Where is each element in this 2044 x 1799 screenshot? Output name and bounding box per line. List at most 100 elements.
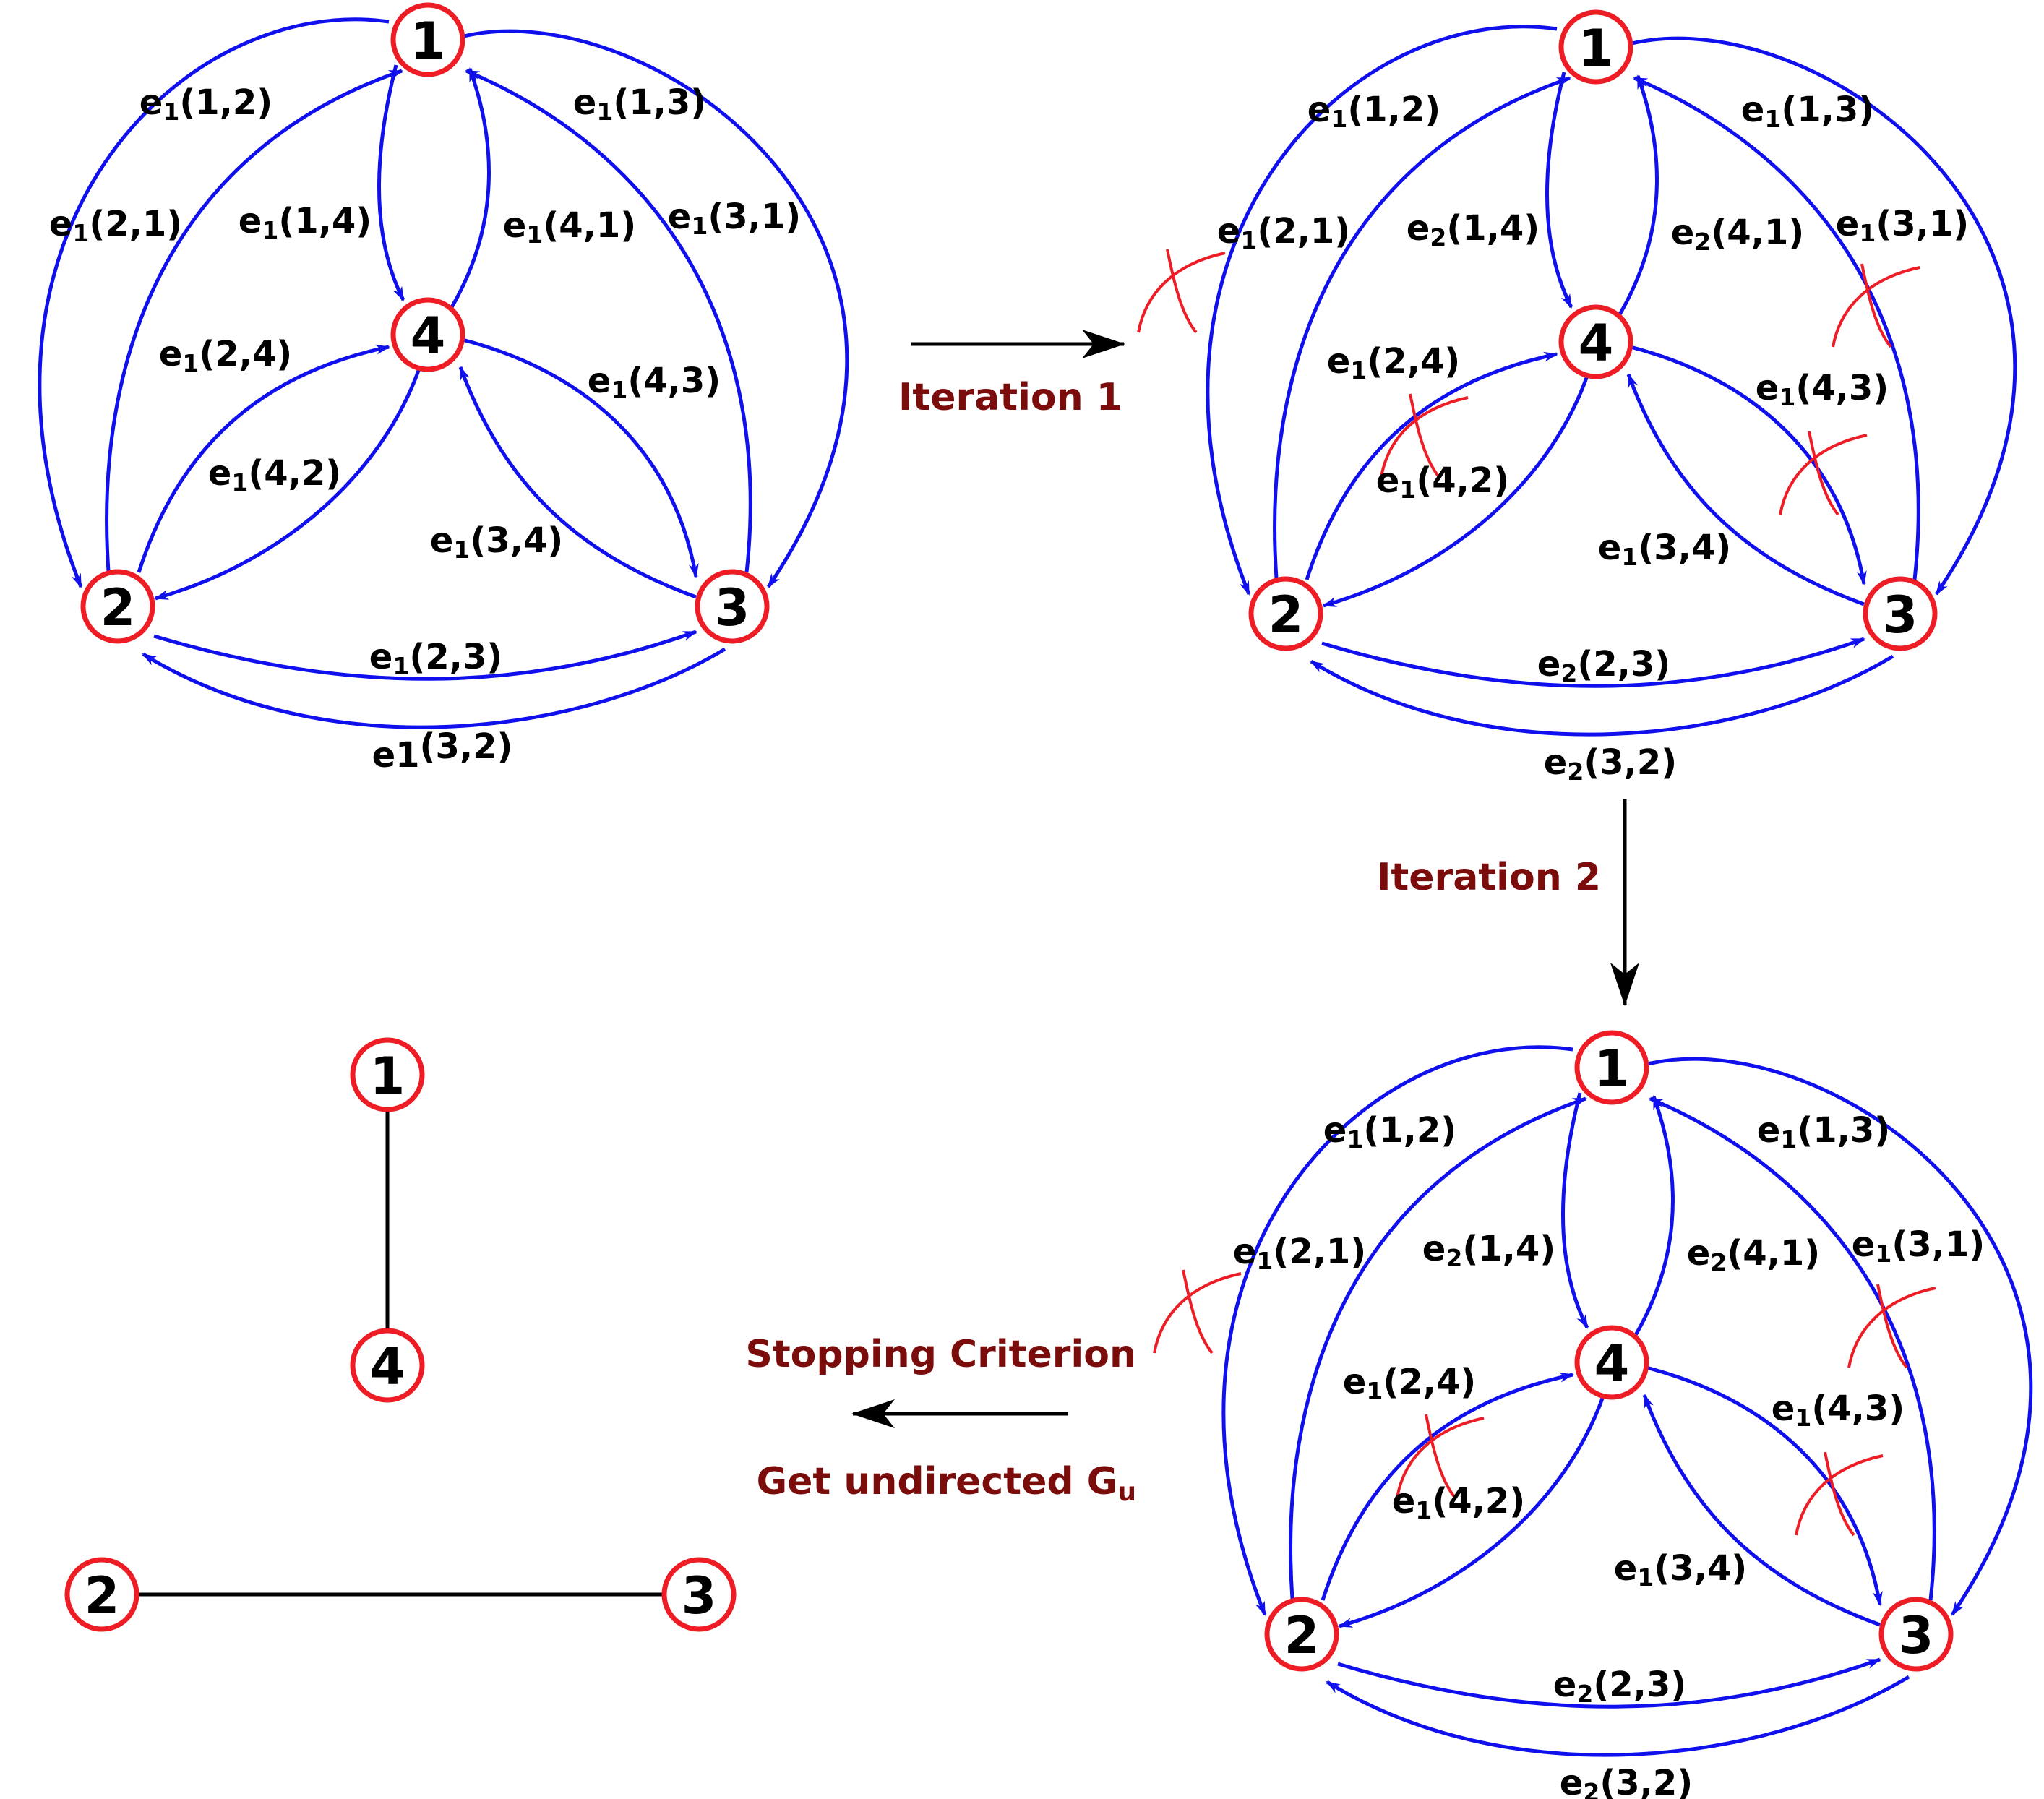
node-4: 4: [390, 297, 465, 372]
edge-label-1-4: e2(1,4): [1407, 208, 1540, 252]
graph-iteration-2: e1(1,2) e1(2,1) e1(1,3) e1(3,1) e2(1,4) e2(4,…: [1153, 1030, 2033, 1799]
edge-label-2-1: e1(2,1): [49, 204, 182, 247]
svg-text:4: 4: [411, 306, 446, 366]
iteration2-label: Iteration 2: [1377, 856, 1601, 899]
edge-label-3-1: e1(3,1): [668, 197, 801, 240]
edge-3-2: [142, 647, 726, 729]
edge-2-3: [1321, 637, 1865, 688]
node-2: 2: [80, 569, 155, 644]
edge-label-4-3: e1(4,3): [588, 361, 721, 404]
edge-label-1-3: e1(1,3): [1757, 1110, 1890, 1154]
edge-2-1: [1273, 76, 1571, 579]
edge-1-2: [38, 17, 390, 588]
get-undirected-label: Get undirected Gu: [756, 1460, 1136, 1507]
edge-3-1: [1633, 76, 1920, 580]
edge-2-3: [1337, 1657, 1881, 1709]
svg-text:2: 2: [85, 1566, 120, 1626]
edge-4-1: [1618, 74, 1659, 316]
edge-label-1-2: e1(1,2): [1307, 90, 1440, 133]
edge-4-3: [1646, 1365, 1883, 1606]
edge-1-3: [1631, 36, 2017, 596]
edge-1-2: [1206, 25, 1558, 596]
edge-2-1: [105, 69, 403, 572]
removed-mark-4-3: [1795, 1451, 1884, 1537]
removed-mark-2-1: [1137, 249, 1226, 334]
svg-text:2: 2: [1268, 585, 1304, 645]
edge-label-1-4: e2(1,4): [1422, 1229, 1555, 1272]
node-3: 3: [1878, 1597, 1954, 1672]
edge-label-4-3: e1(4,3): [1756, 368, 1889, 411]
edge-1-4: [1545, 72, 1573, 309]
edge-label-3-2: e1(3,2): [372, 726, 513, 776]
stopping-criterion-label: Stopping Criterion: [745, 1333, 1136, 1376]
graph-iteration-1: e1(1,2)e1(2,1)e1(1,3)e1(3,1)e2(1,4)e2(4,…: [1137, 9, 2017, 786]
edge-label-3-2: e2(3,2): [1560, 1763, 1693, 1799]
edge-4-3: [1630, 345, 1867, 585]
node-1: 1: [1574, 1030, 1649, 1105]
edge-3-4: [1626, 373, 1865, 606]
edge-label-4-1: e1(4,1): [503, 205, 636, 249]
edge-4-2: [1322, 375, 1589, 608]
undirected-node-2: 2: [64, 1557, 139, 1632]
svg-text:3: 3: [715, 578, 750, 637]
edge-label-2-4: e1(2,4): [159, 334, 292, 377]
edge-1-2: [1221, 1045, 1573, 1616]
edge-1-4: [377, 64, 405, 301]
svg-text:1: 1: [1594, 1039, 1630, 1099]
edge-label-3-1: e1(3,1): [1852, 1224, 1985, 1268]
edge-2-1: [1289, 1096, 1587, 1600]
node-2: 2: [1264, 1597, 1339, 1672]
edge-3-1: [1649, 1096, 1936, 1601]
edge-3-4: [1642, 1394, 1881, 1627]
edge-label-3-2: e2(3,2): [1544, 742, 1677, 786]
removed-mark-2-1: [1153, 1269, 1242, 1354]
node-3: 3: [1863, 576, 1938, 651]
node-4: 4: [1558, 304, 1633, 379]
svg-text:1: 1: [1579, 19, 1614, 78]
edge-1-3: [463, 29, 849, 588]
svg-text:3: 3: [1883, 585, 1918, 645]
svg-text:4: 4: [1594, 1334, 1630, 1394]
svg-text:3: 3: [682, 1566, 717, 1626]
edge-label-2-1: e1(2,1): [1217, 211, 1350, 254]
node-4: 4: [1574, 1325, 1649, 1400]
edge-label-4-1: e2(4,1): [1687, 1233, 1820, 1276]
edge-label-4-2: e1(4,2): [1392, 1481, 1525, 1524]
svg-text:4: 4: [1579, 314, 1614, 373]
node-1: 1: [1558, 9, 1633, 85]
svg-text:1: 1: [411, 12, 446, 71]
edge-label-3-1: e1(3,1): [1836, 204, 1969, 247]
edge-2-4: [1321, 1372, 1574, 1601]
edge-label-2-4: e1(2,4): [1327, 341, 1460, 385]
edge-label-4-2: e1(4,2): [1376, 460, 1509, 504]
edge-label-4-3: e1(4,3): [1772, 1388, 1905, 1432]
edge-3-2: [1310, 654, 1894, 737]
svg-text:2: 2: [1284, 1606, 1320, 1665]
edge-label-2-3: e2(2,3): [1537, 644, 1670, 687]
edge-label-2-3: e1(2,3): [369, 637, 502, 680]
removed-mark-4-3: [1779, 431, 1868, 516]
graph-initial: e1(1,2)e1(2,1)e1(1,3)e1(3,1)e1(1,4)e1(4,…: [38, 2, 849, 776]
edge-4-1: [1633, 1095, 1675, 1336]
edge-2-4: [1305, 351, 1558, 580]
removed-mark-2-4: [1396, 1414, 1485, 1499]
edge-label-3-4: e1(3,4): [430, 520, 563, 564]
edge-label-3-4: e1(3,4): [1598, 528, 1731, 571]
edge-4-1: [450, 67, 491, 309]
edge-label-4-2: e1(4,2): [208, 453, 341, 497]
edge-label-2-4: e1(2,4): [1343, 1362, 1476, 1405]
edge-label-2-3: e2(2,3): [1553, 1665, 1686, 1708]
svg-text:4: 4: [370, 1337, 405, 1396]
undirected-node-1: 1: [350, 1037, 425, 1112]
svg-text:2: 2: [100, 578, 136, 637]
edge-3-2: [1326, 1675, 1910, 1757]
undirected-node-3: 3: [661, 1557, 737, 1632]
edge-label-2-1: e1(2,1): [1233, 1232, 1366, 1275]
edge-label-3-4: e1(3,4): [1614, 1548, 1747, 1592]
removed-mark-2-4: [1380, 393, 1469, 478]
edge-2-3: [153, 630, 697, 681]
node-2: 2: [1248, 576, 1323, 651]
edge-3-1: [465, 69, 752, 573]
edge-label-1-2: e1(1,2): [1323, 1110, 1456, 1154]
